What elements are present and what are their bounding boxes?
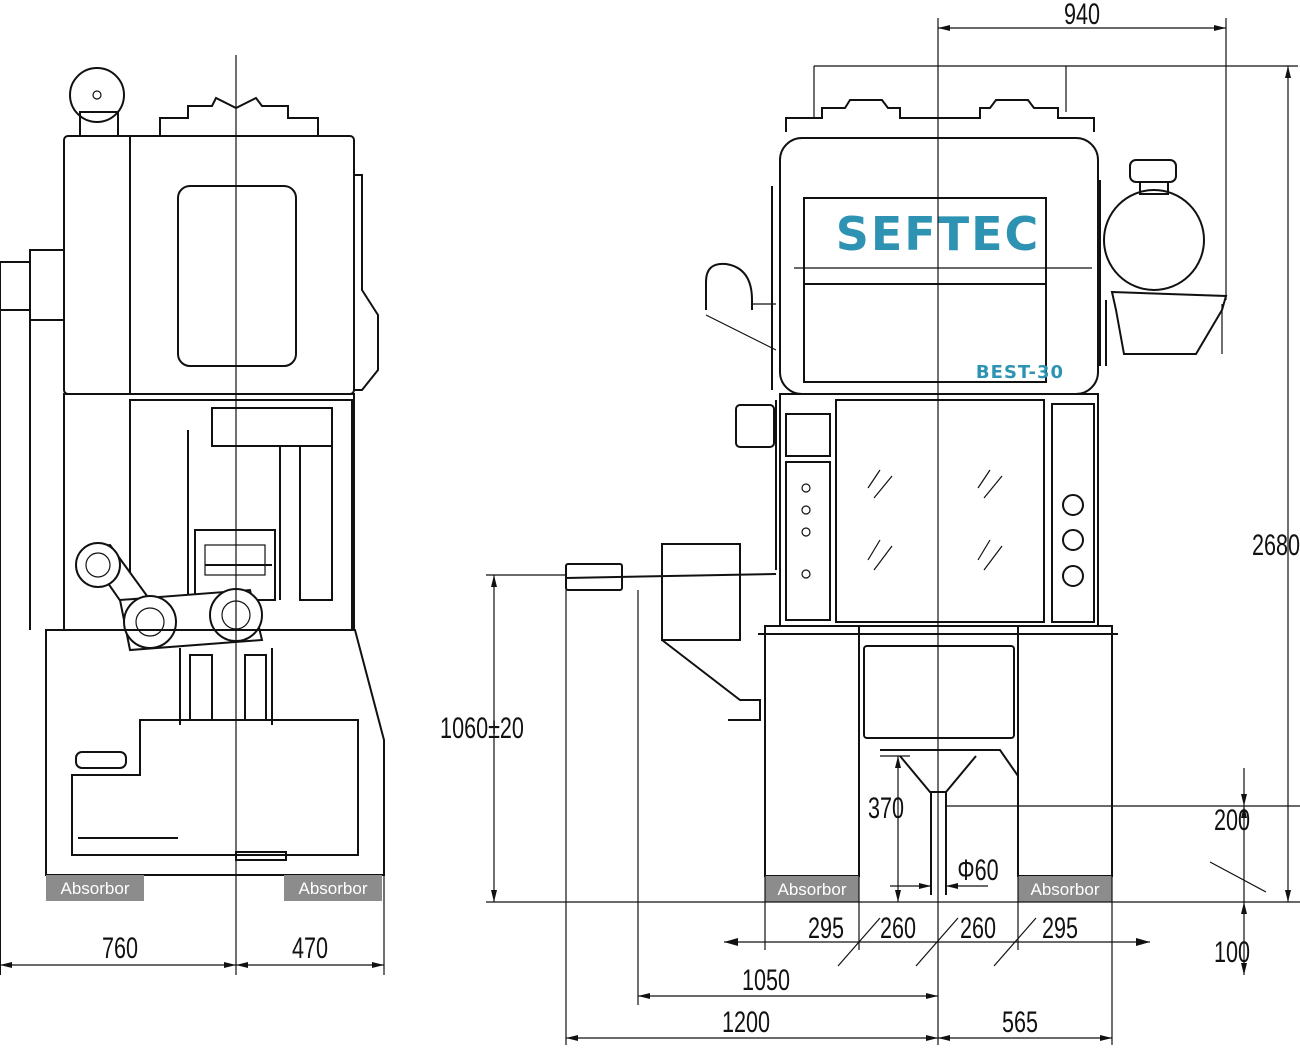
model-label: BEST-30 [976,362,1064,383]
dim-260-right: 260 [960,910,996,944]
dim-295-right: 295 [1042,910,1078,944]
side-view: Absorbor Absorbor 760 470 [0,55,385,975]
motor-icon [1103,189,1205,291]
dim-760: 760 [102,930,138,964]
absorber-label: Absorbor [299,879,368,898]
absorber-pad [1018,876,1112,902]
dim-565: 565 [1002,1004,1038,1038]
front-middle-cabinet [779,393,1099,627]
dim-1200: 1200 [722,1004,770,1038]
base-left-leg [764,625,860,877]
front-view: SEFTEC BEST-30 [440,0,1300,1045]
dim-940: 940 [1064,0,1100,31]
dim-370: 370 [868,790,904,824]
absorber-pad [765,876,859,902]
dim-1060: 1060±20 [440,710,524,744]
dim-200: 200 [1214,802,1250,836]
dim-1050: 1050 [742,962,790,996]
flywheel-icon [69,67,125,123]
absorber-label: Absorbor [61,879,130,898]
dim-295-left: 295 [808,910,844,944]
dim-60: Φ60 [957,852,998,886]
dim-260-left: 260 [880,910,916,944]
dim-100: 100 [1214,934,1250,968]
absorber-label: Absorbor [1031,880,1100,899]
absorber-label: Absorbor [778,880,847,899]
side-window [177,185,297,367]
side-base [45,629,385,876]
base-right-leg [1017,625,1113,877]
brand-logo: SEFTEC [836,207,1041,261]
dim-470: 470 [292,930,328,964]
front-crown [785,99,1095,132]
upper-frame [63,135,355,395]
front-upper-housing [779,137,1099,395]
absorber-pad [46,875,144,901]
dim-2680: 2680 [1252,527,1300,561]
absorber-pad [284,875,382,901]
front-glass-door [835,399,1045,623]
